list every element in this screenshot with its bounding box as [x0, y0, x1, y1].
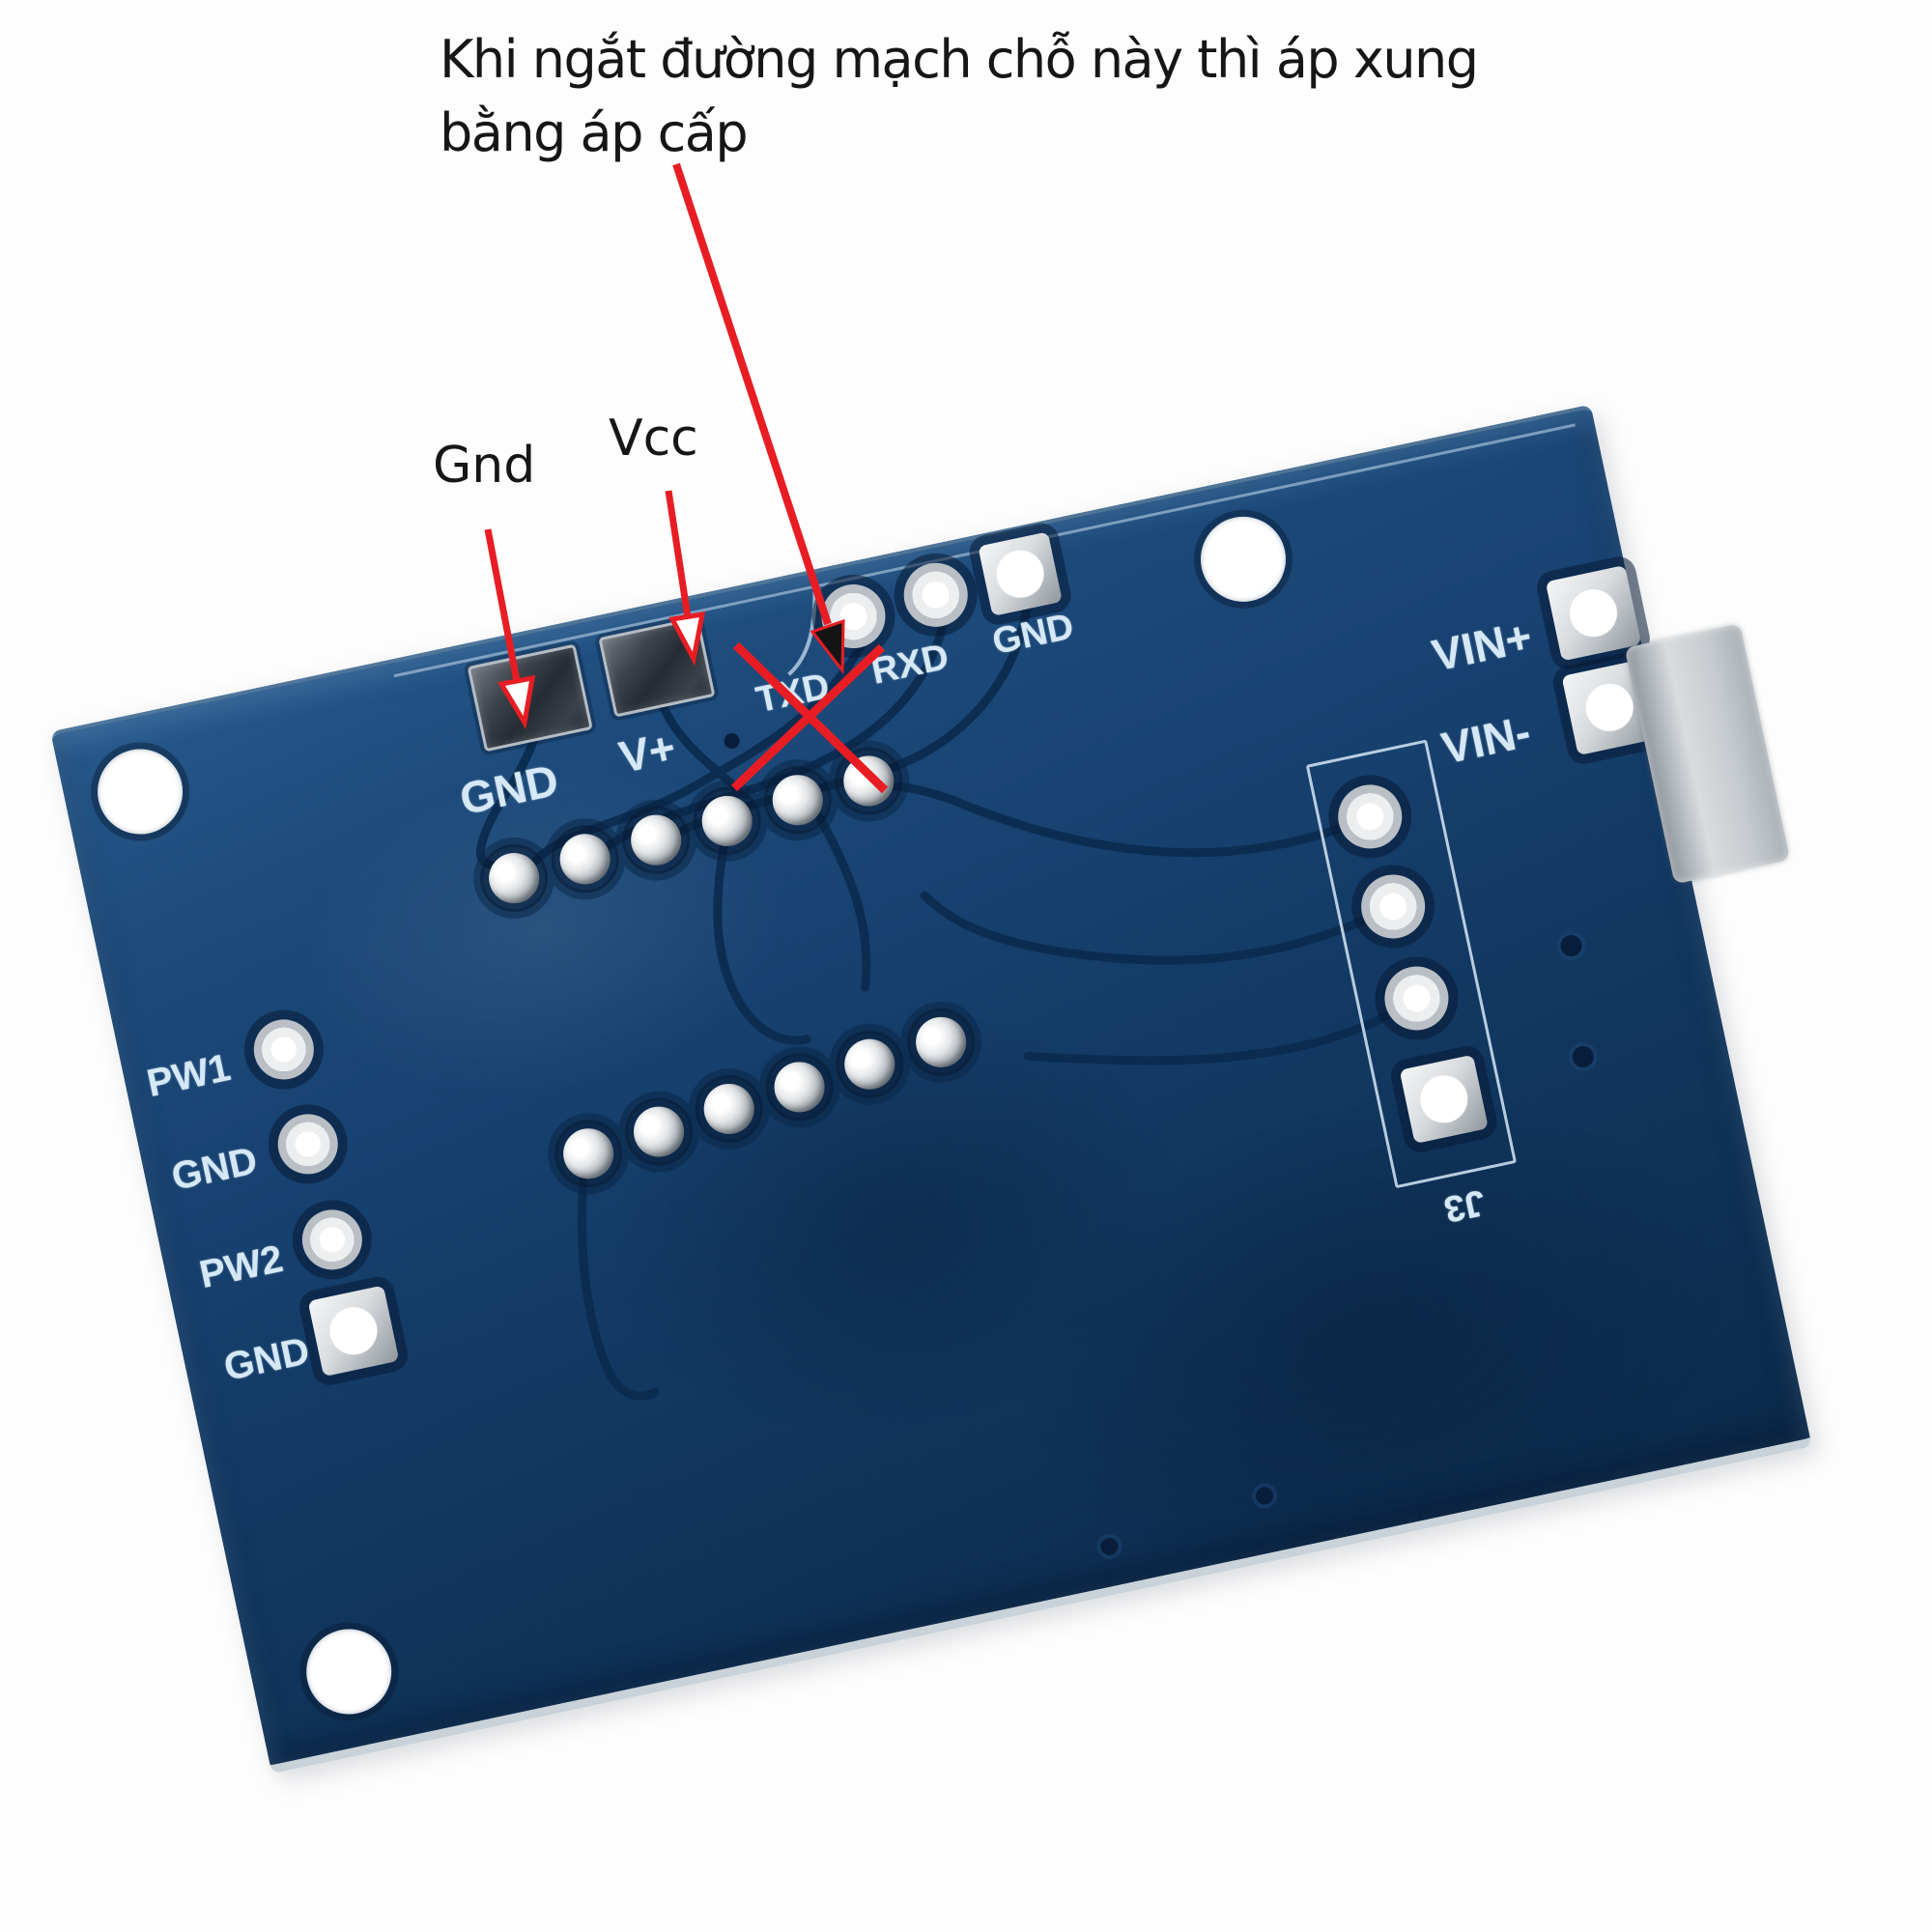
copper-traces — [473, 582, 1421, 1401]
gnd2-square-pad — [307, 1285, 400, 1378]
vcc-annotation-label: Vcc — [609, 410, 698, 468]
caption: Khi ngắt đường mạch chỗ này thì áp xung … — [440, 23, 1479, 170]
gnd-serial-square-pad — [978, 531, 1064, 617]
j3-pin-4-square-pad — [1399, 1054, 1490, 1145]
caption-line-1: Khi ngắt đường mạch chỗ này thì áp xung — [440, 29, 1479, 90]
caption-line-2: bằng áp cấp — [440, 102, 749, 163]
pcb-board: GND V+ TXD RXD GND VIN+ VIN- J3 PW1 GND — [50, 404, 1812, 1775]
vin-plus-pad — [1545, 564, 1642, 662]
gnd-annotation-label: Gnd — [433, 437, 536, 495]
